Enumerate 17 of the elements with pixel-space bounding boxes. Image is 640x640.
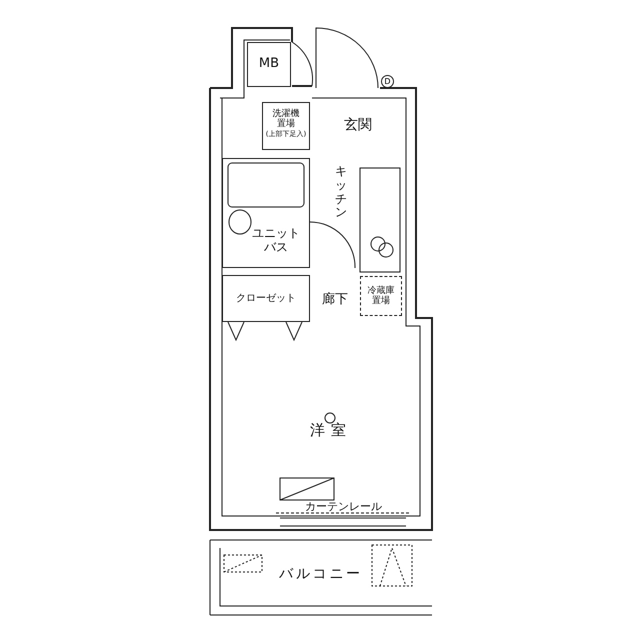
room-label: 洗濯機置場 — [272, 109, 300, 130]
room-label: キッチン — [335, 165, 347, 220]
room-label: 廊下 — [322, 292, 348, 308]
curtain-rail-label: カーテンレール — [305, 499, 382, 514]
room-label: バルコニー — [279, 566, 363, 582]
room-label: クローゼット — [236, 292, 296, 304]
fridge-space — [360, 276, 402, 316]
bathroom-area — [222, 158, 310, 268]
laundry-space — [262, 102, 310, 150]
room-label: ユニットバス — [252, 227, 300, 255]
room-label: 洋室 — [310, 422, 352, 440]
closet-area — [222, 275, 310, 322]
room-label: MB — [258, 57, 280, 72]
meter-box-room — [247, 42, 291, 87]
door-marker-label: D — [381, 75, 394, 88]
room-label: 冷蔵庫置場 — [368, 286, 394, 306]
room-label: 玄関 — [344, 116, 372, 134]
